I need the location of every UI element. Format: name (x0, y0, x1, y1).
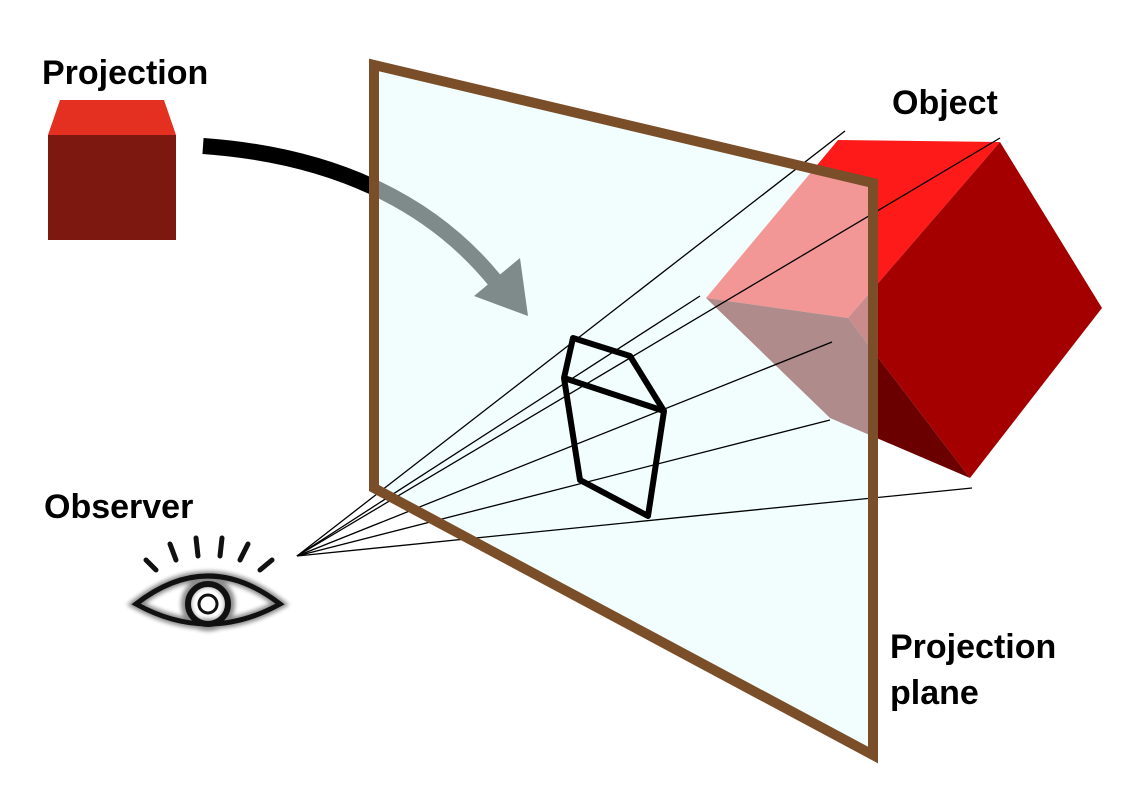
projection-plane-frame (369, 58, 878, 764)
projection-plane-label-line2: plane (890, 674, 979, 712)
object-label: Object (892, 84, 998, 122)
projected-shape (561, 335, 667, 519)
small-cube-icon (48, 100, 176, 240)
projection-plane (374, 65, 873, 755)
eye-icon (126, 535, 290, 631)
projection-plane-label: Projection plane (890, 624, 1056, 716)
observer-label: Observer (44, 488, 194, 526)
projection-plane-label-line1: Projection (890, 628, 1057, 666)
projection-label: Projection (42, 54, 209, 92)
